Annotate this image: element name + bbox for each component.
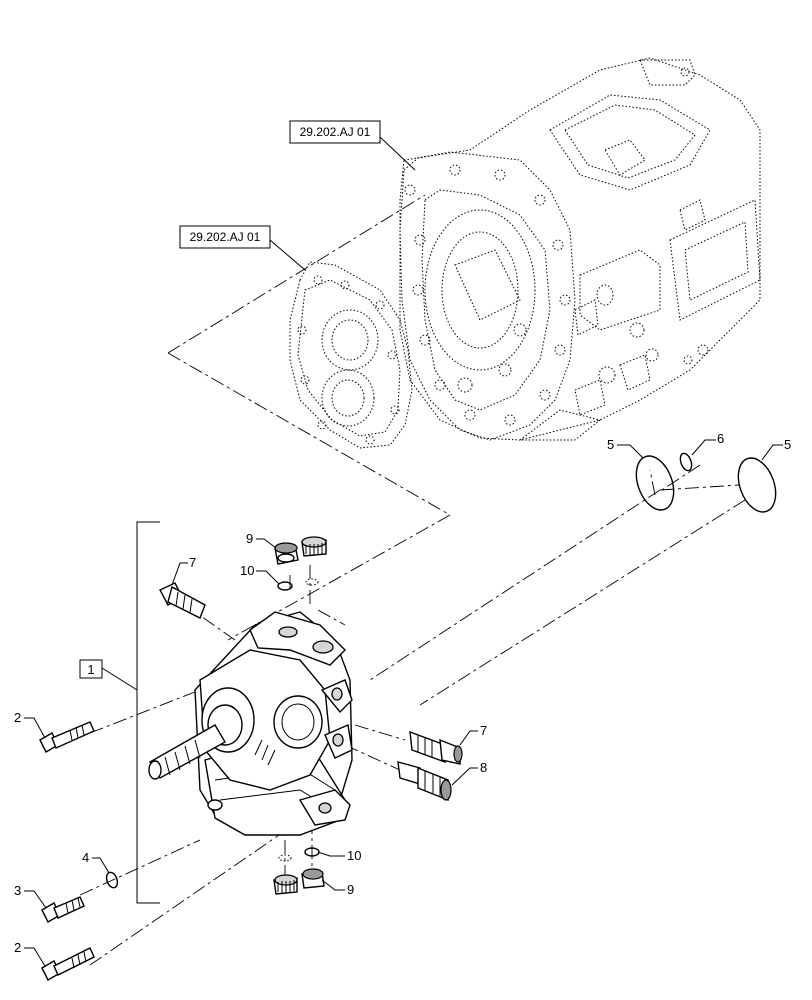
transmission-housing — [399, 57, 761, 441]
o-ring-10-bottom-spare — [278, 854, 292, 862]
callout-8: 8 — [480, 760, 487, 775]
fitting-7-lower — [409, 730, 463, 765]
callout-4: 4 — [82, 850, 89, 865]
threaded-plug-top — [301, 536, 327, 557]
reference-label: 29.202.AJ 01 — [190, 230, 261, 244]
alignment-lines — [79, 194, 746, 966]
callout-10-top: 10 — [240, 563, 254, 578]
assembly-bracket — [101, 521, 160, 904]
bolt-3 — [41, 896, 85, 923]
o-ring-10-top — [277, 581, 293, 591]
callout-2-upper: 2 — [14, 710, 21, 725]
cover-plate — [289, 261, 413, 449]
o-ring-5-right — [737, 457, 777, 513]
bolt-2-upper — [39, 721, 95, 753]
plug-9-bottom — [301, 868, 325, 889]
callout-5-right: 5 — [784, 437, 791, 452]
plug-9-top — [274, 542, 299, 565]
callout-5-left: 5 — [607, 437, 614, 452]
o-ring-10-top-spare — [305, 578, 319, 586]
callout-7-lower: 7 — [480, 723, 487, 738]
reference-box-housing: 29.202.AJ 01 — [289, 120, 416, 171]
callout-10-bottom: 10 — [347, 848, 361, 863]
callout-6: 6 — [717, 431, 724, 446]
callout-9-bottom: 9 — [347, 882, 354, 897]
reference-label: 29.202.AJ 01 — [300, 125, 371, 139]
flange-bolt-holes — [404, 164, 571, 426]
snap-ring-6 — [679, 452, 693, 472]
callouts: 1 2 3 4 2 5 6 5 9 10 7 7 8 10 9 — [14, 431, 791, 967]
threaded-plug-bottom — [273, 874, 298, 895]
callout-9-top: 9 — [246, 531, 253, 546]
callout-1: 1 — [87, 662, 94, 677]
callout-3: 3 — [14, 883, 21, 898]
callout-7-upper: 7 — [189, 555, 196, 570]
o-ring-5-left — [635, 455, 675, 511]
callout-2-lower: 2 — [14, 940, 21, 955]
bolt-2-lower — [41, 947, 95, 981]
fitting-8 — [397, 761, 452, 802]
hydraulic-pump-assembly — [148, 611, 353, 836]
reference-box-plate: 29.202.AJ 01 — [179, 225, 306, 271]
fitting-7-upper — [159, 582, 206, 619]
